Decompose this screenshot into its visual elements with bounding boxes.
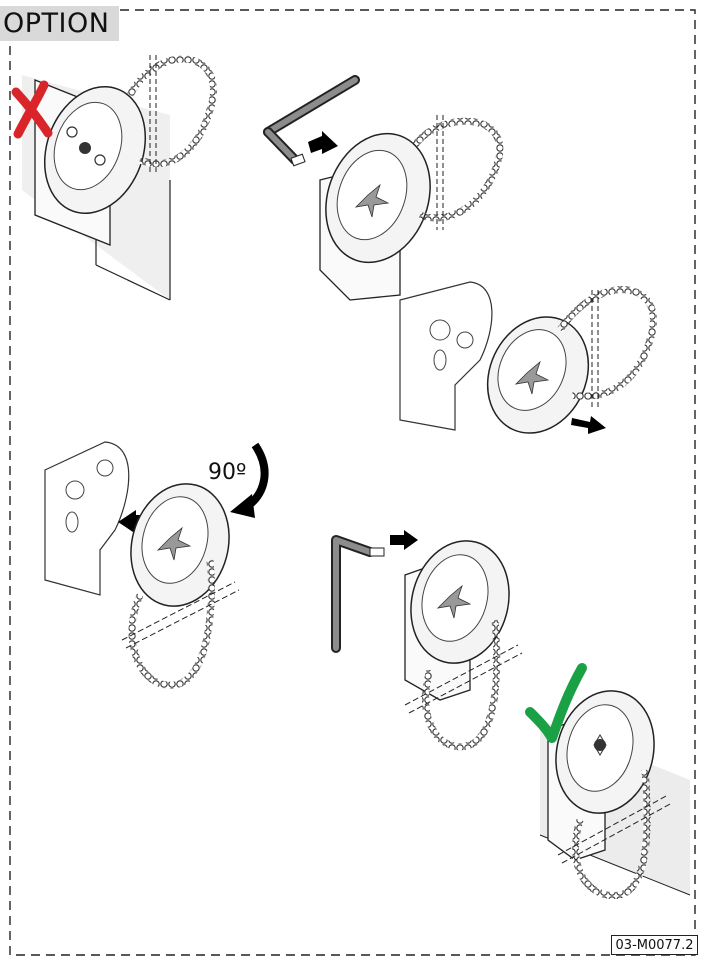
document-code: 03-M0077.2 — [611, 935, 698, 955]
step-rotate-unit — [44, 441, 269, 689]
step-incorrect — [11, 55, 218, 301]
rotate-arrow-icon — [230, 442, 269, 518]
step-remove-hex-key — [331, 530, 523, 751]
rotation-angle-label: 90º — [208, 460, 247, 485]
arrow-down-right-icon — [571, 416, 606, 434]
step-remove-unit — [399, 281, 657, 434]
cross-mark-icon — [11, 80, 53, 139]
step-insert-hex-key — [263, 75, 504, 301]
dashed-border — [9, 9, 696, 956]
hex-key-icon — [331, 535, 385, 653]
hex-key-icon — [263, 75, 360, 167]
step-correct — [525, 663, 691, 900]
check-mark-icon — [525, 663, 587, 743]
option-label: OPTION — [0, 6, 119, 41]
